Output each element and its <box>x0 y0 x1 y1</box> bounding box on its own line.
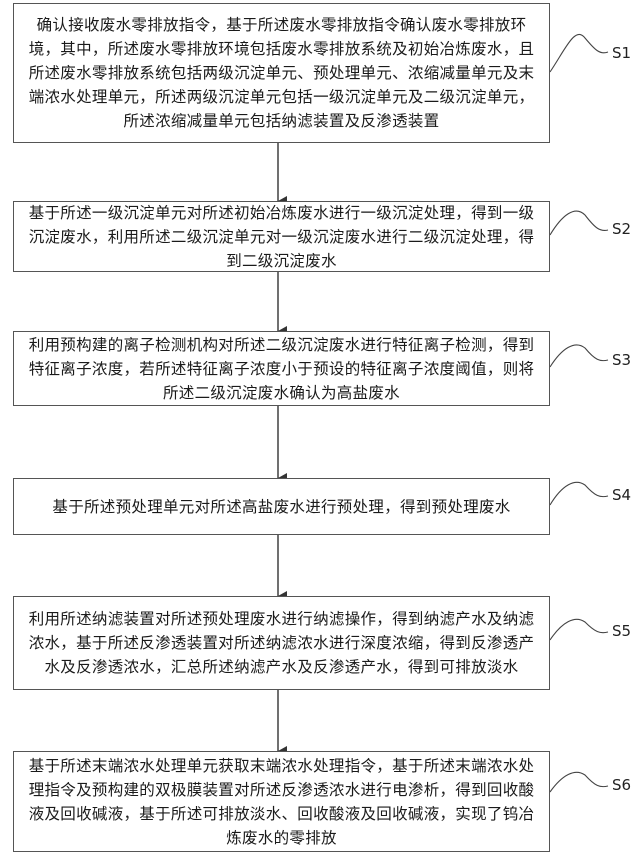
step-box-s1: 确认接收废水零排放指令，基于所述废水零排放指令确认废水零排放环境，其中，所述废水… <box>13 3 550 143</box>
step-box-s3: 利用预构建的离子检测机构对所述二级沉淀废水进行特征离子检测，得到特征离子浓度，若… <box>13 331 550 406</box>
step-box-s6: 基于所述末端浓水处理单元获取末端浓水处理指令，基于所述末端浓水处理指令及预构建的… <box>13 751 550 852</box>
step-label-s6: S6 <box>612 776 632 794</box>
step-text-s3: 利用预构建的离子检测机构对所述二级沉淀废水进行特征离子检测，得到特征离子浓度，若… <box>28 335 535 402</box>
step-text-s2: 基于所述一级沉淀单元对所述初始冶炼废水进行一级沉淀处理，得到一级沉淀废水，利用所… <box>28 203 535 270</box>
step-label-s1: S1 <box>612 44 632 62</box>
step-label-s5: S5 <box>612 622 632 640</box>
step-text-s4: 基于所述预处理单元对所述高盐废水进行预处理，得到预处理废水 <box>52 497 511 516</box>
leader-s4 <box>549 481 609 506</box>
step-text-s1: 确认接收废水零排放指令，基于所述废水零排放指令确认废水零排放环境，其中，所述废水… <box>28 16 535 130</box>
step-label-s3: S3 <box>612 351 632 369</box>
leader-s3 <box>549 344 609 368</box>
label-leaders <box>549 33 609 793</box>
step-text-s6: 基于所述末端浓水处理单元获取末端浓水处理指令，基于所述末端浓水处理指令及预构建的… <box>28 756 535 847</box>
step-box-s4: 基于所述预处理单元对所述高盐废水进行预处理，得到预处理废水 <box>13 478 550 535</box>
step-label-s2: S2 <box>612 220 632 238</box>
leader-s2 <box>549 210 609 236</box>
step-box-s2: 基于所述一级沉淀单元对所述初始冶炼废水进行一级沉淀处理，得到一级沉淀废水，利用所… <box>13 201 550 272</box>
step-box-s5: 利用所述纳滤装置对所述预处理废水进行纳滤操作，得到纳滤产水及纳滤浓水，基于所述反… <box>13 596 550 690</box>
leader-s6 <box>549 771 609 793</box>
step-label-s4: S4 <box>612 486 632 504</box>
leader-s1 <box>549 33 609 73</box>
step-text-s5: 利用所述纳滤装置对所述预处理废水进行纳滤操作，得到纳滤产水及纳滤浓水，基于所述反… <box>28 610 535 676</box>
leader-s5 <box>549 618 609 641</box>
